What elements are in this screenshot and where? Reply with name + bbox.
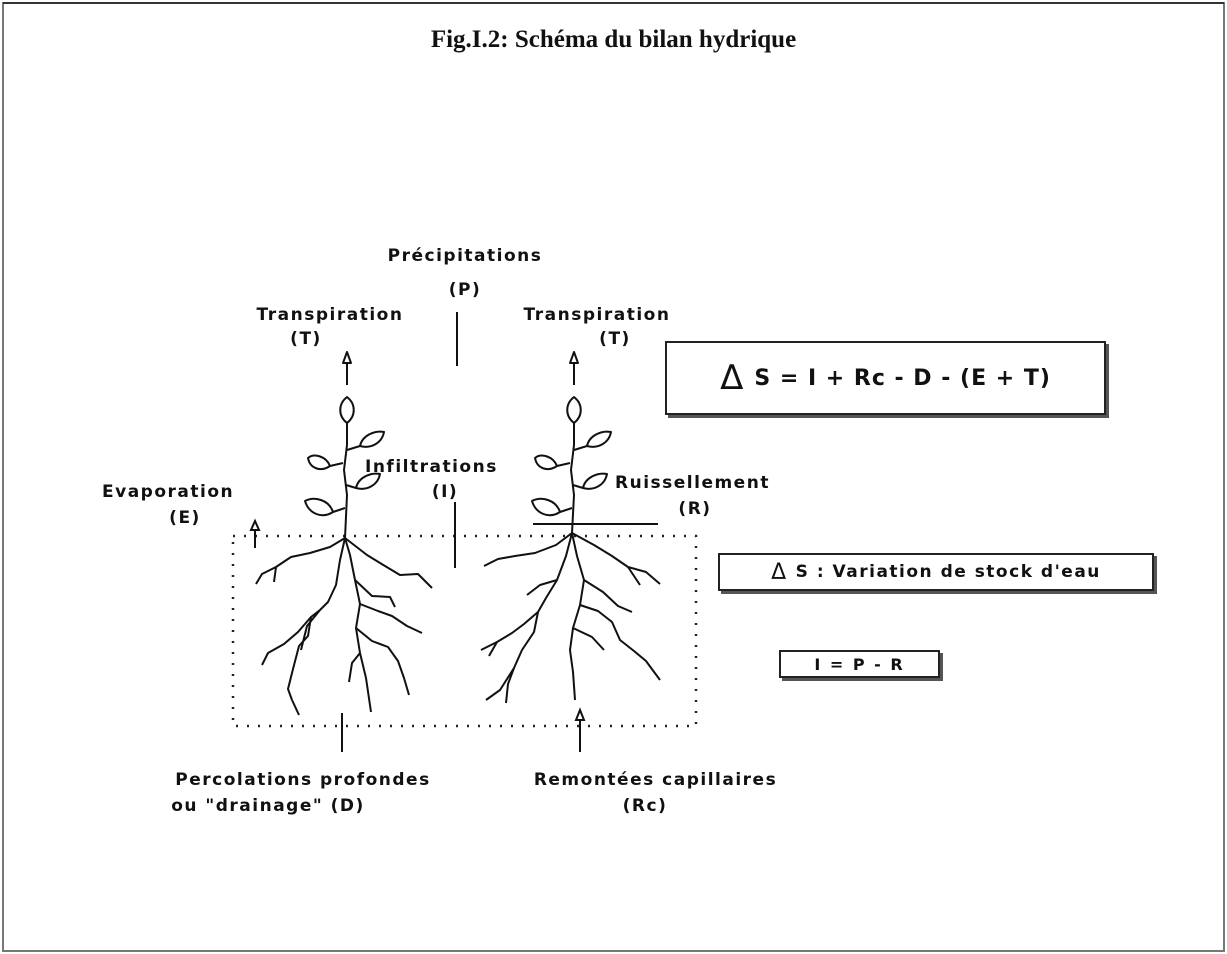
formula-main-box: Δ S = I + Rc - D - (E + T) [665,341,1106,415]
label-remontees: Remontées capillaires [488,768,823,792]
label-transpiration-left-symbol: (T) [266,327,346,351]
label-transpiration-right: Transpiration [492,303,702,327]
label-evaporation: Evaporation [102,480,234,504]
evaporation-arrow [251,521,259,548]
label-ruissellement: Ruissellement [615,471,770,495]
label-infiltrations-symbol: (I) [410,480,480,504]
label-infiltrations: Infiltrations [365,455,498,479]
formula-delta-definition: S : Variation de stock d'eau [796,562,1101,582]
label-transpiration-left: Transpiration [225,303,435,327]
label-precipitations: Précipitations [360,244,570,268]
delta-symbol: Δ [720,358,744,398]
formula-delta-box: Δ S : Variation de stock d'eau [718,553,1154,591]
label-transpiration-right-symbol: (T) [575,327,655,351]
plant-left [256,352,432,715]
label-evaporation-symbol: (E) [150,506,220,530]
label-percolations-line1: Percolations profondes [128,768,478,792]
capillary-arrow [576,710,584,752]
formula-infiltration-box: I = P - R [779,650,940,678]
label-remontees-symbol: (Rc) [605,794,685,818]
delta-symbol-small: Δ [771,560,788,585]
formula-main: S = I + Rc - D - (E + T) [754,366,1051,391]
plant-right [481,352,660,703]
formula-infiltration: I = P - R [814,655,904,674]
soil-zone-dotted-box [233,536,696,726]
label-percolations-line2: ou "drainage" (D) [118,794,418,818]
label-ruissellement-symbol: (R) [660,497,730,521]
label-precipitations-symbol: (P) [425,278,505,302]
